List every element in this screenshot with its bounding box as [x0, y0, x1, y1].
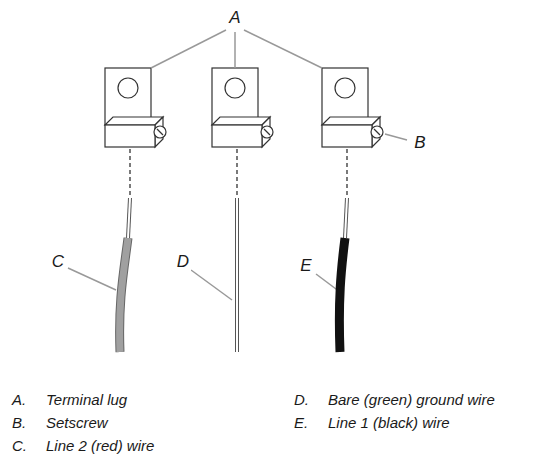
key-text: Bare (green) ground wire [328, 391, 495, 408]
key-text: C. [12, 437, 27, 454]
terminal-lug [105, 68, 166, 147]
line1-wire [339, 198, 347, 352]
terminal-lugs [105, 68, 383, 147]
callout-letter: B [412, 133, 427, 153]
terminal-lug [322, 68, 383, 147]
ground-wire [237, 198, 238, 352]
callout-letter: E [298, 256, 313, 276]
line2-wire [120, 198, 130, 352]
callout-letter: C [50, 252, 66, 272]
callout-letter: A [227, 8, 242, 28]
insertion-lines [130, 149, 347, 196]
terminal-lug [212, 68, 273, 147]
key-text: B. [12, 414, 26, 431]
callout-letter: D [175, 252, 191, 272]
key-text: Setscrew [46, 414, 108, 431]
key-text: Line 2 (red) wire [46, 437, 154, 454]
key-text: Terminal lug [46, 391, 127, 408]
key-text: E. [294, 414, 308, 431]
key-text: Line 1 (black) wire [328, 414, 450, 431]
key-text: A. [12, 391, 26, 408]
key-text: D. [294, 391, 309, 408]
